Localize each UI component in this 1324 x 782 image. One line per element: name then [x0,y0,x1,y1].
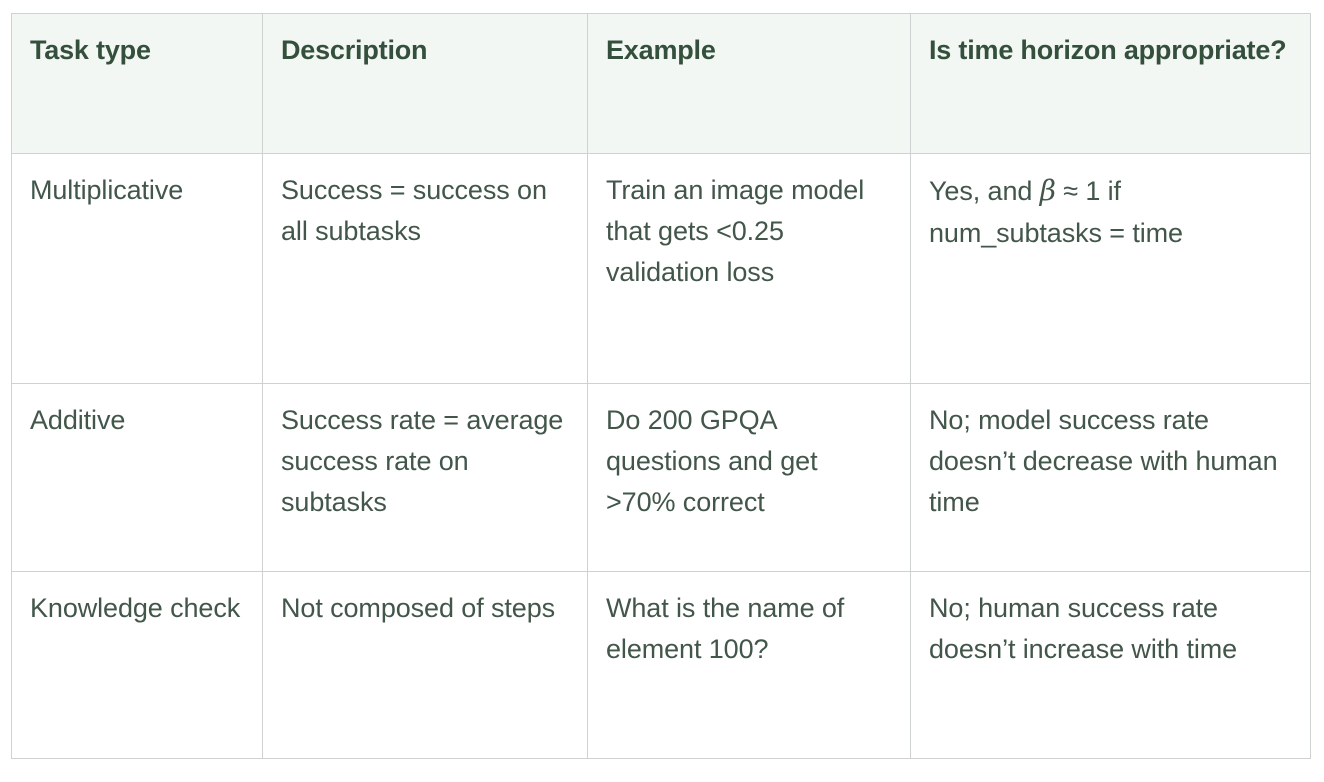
task-type-table-wrapper: Task type Description Example Is time ho… [11,13,1311,759]
table-row: Knowledge check Not composed of steps Wh… [11,571,1311,759]
cell-task-type: Multiplicative [11,153,263,384]
horizon-text-suffix: ≈ 1 if num_subtasks = time [929,176,1183,248]
cell-example: Do 200 GPQA questions and get >70% corre… [587,383,911,572]
cell-task-type: Knowledge check [11,571,263,759]
horizon-text-prefix: Yes, and [929,176,1040,206]
table-row: Additive Success rate = average success … [11,383,1311,572]
table-body: Multiplicative Success = success on all … [11,153,1311,759]
cell-description: Success rate = average success rate on s… [262,383,588,572]
table-header: Task type Description Example Is time ho… [11,13,1311,154]
cell-description: Not composed of steps [262,571,588,759]
task-type-table: Task type Description Example Is time ho… [11,13,1311,759]
cell-example: Train an image model that gets <0.25 val… [587,153,911,384]
cell-horizon: Yes, and β ≈ 1 if num_subtasks = time [910,153,1311,384]
cell-task-type: Additive [11,383,263,572]
beta-symbol: β [1039,174,1056,207]
table-row: Multiplicative Success = success on all … [11,153,1311,384]
cell-horizon: No; human success rate doesn’t increase … [910,571,1311,759]
cell-horizon: No; model success rate doesn’t decrease … [910,383,1311,572]
column-header-example: Example [587,13,911,154]
column-header-task-type: Task type [11,13,263,154]
cell-example: What is the name of element 100? [587,571,911,759]
cell-description: Success = success on all subtasks [262,153,588,384]
column-header-horizon: Is time horizon appropriate? [910,13,1311,154]
column-header-description: Description [262,13,588,154]
table-header-row: Task type Description Example Is time ho… [11,13,1311,154]
